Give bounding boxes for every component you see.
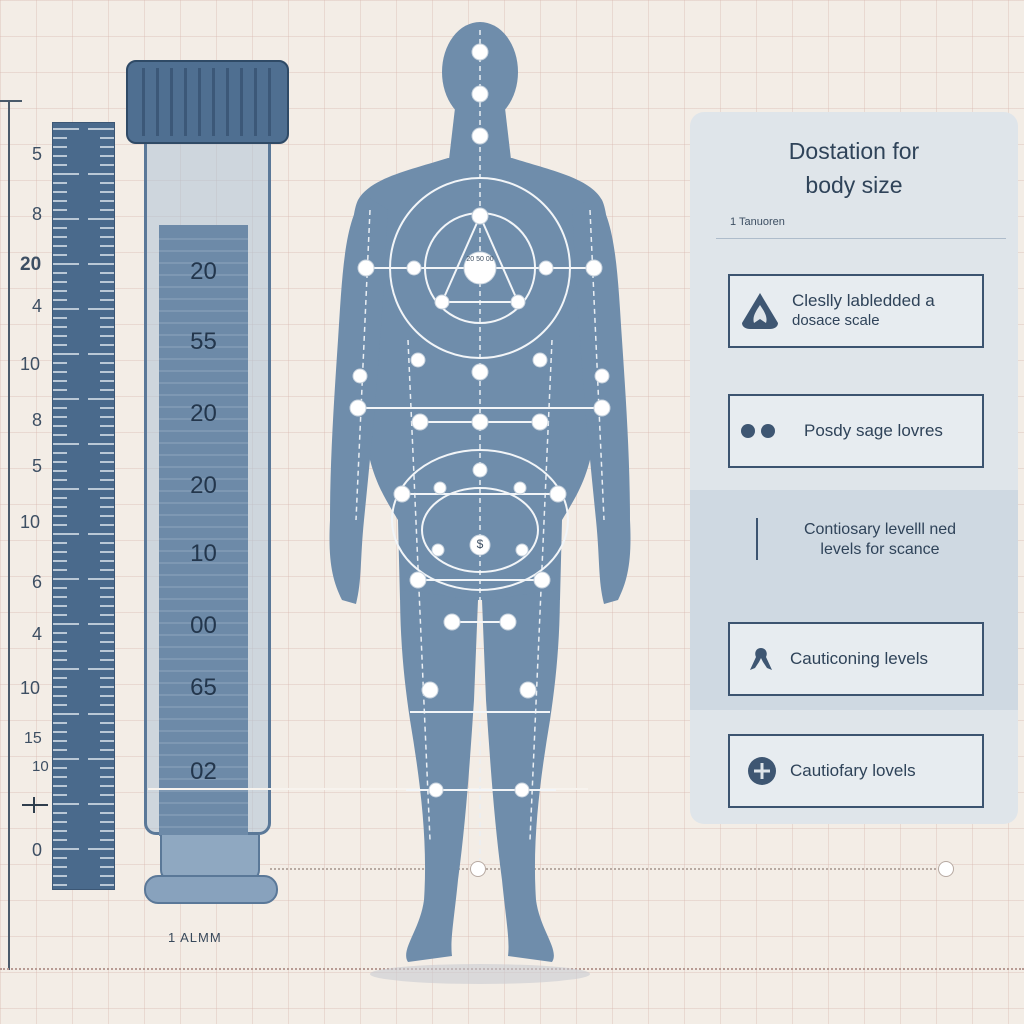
panel-title-line2: body size [805,172,903,198]
axis-top-tick [0,100,22,102]
card-label: Posdy sage lovres [804,421,943,440]
axis-label: 8 [32,410,43,430]
body-points [349,43,611,798]
axis-label: 10 [20,512,41,532]
chest-marker [463,251,497,285]
axis-label: 10 [32,758,49,775]
axis-marker-tick [22,804,48,806]
axis-label: 15 [24,730,42,747]
panel-band-text-line1: Contiosary levelll ned [803,521,957,538]
panel-title-line1: Dostation for [788,138,920,164]
axis-label: 0 [32,840,43,860]
warning-shield-icon [742,293,778,329]
axis-label: 10 [20,354,41,374]
floor-shadow [370,964,590,984]
axis-label: 5 [32,144,43,164]
panel-divider [716,238,1006,239]
card-label: Cautiofary lovels [790,761,916,780]
card-labeled-scale[interactable]: Cleslly labledded a dosace scale [728,274,984,348]
ruler-ticks [53,128,114,886]
axis-label: 5 [32,456,43,476]
card-label: Cauticoning levels [790,649,928,668]
pelvis-marker-text: $ [476,537,484,551]
tube-number: 20 [190,400,217,427]
tube-number: 10 [190,540,217,567]
info-panel: Dostation for body size 1 Tanuoren Clesl… [690,112,1018,824]
axis-label: 20 [20,254,42,275]
ribbon-icon [750,648,772,670]
axis-label: 4 [32,624,43,644]
plus-circle-icon [748,757,776,785]
left-axis-line [8,100,10,970]
pointer-dotted-line [270,868,944,870]
tube-number: 20 [190,258,217,285]
tube-number: 02 [190,758,217,785]
card-cautioning-levels[interactable]: Cauticoning levels [728,622,984,696]
text-caret [756,518,758,560]
tube-number: 20 [190,472,217,499]
body-guide-shapes [358,177,602,791]
pointer-mid-dot [470,861,486,877]
card-body-size-levels[interactable]: Posdy sage lovres [728,394,984,468]
panel-band-text: Contiosary levelll ned levels for scance [780,520,980,560]
axis-label: 8 [32,204,43,224]
axis-label: 6 [32,572,43,592]
tube-footer-label: 1 ALMM [168,930,222,945]
card-label: Cleslly labledded a [792,291,935,310]
measuring-ruler [52,122,115,890]
chest-marker-text: 20 50 00 [466,256,494,263]
tube-graduation-lines [159,238,248,828]
test-tube-cap [126,60,289,144]
tube-number: 00 [190,612,217,639]
test-tube-liquid [159,225,248,836]
tube-number: 55 [190,328,217,355]
panel-subtitle: 1 Tanuoren [730,216,785,228]
card-cautionary-levels[interactable]: Cautiofary lovels [728,734,984,808]
pelvis-marker [469,534,491,556]
axis-marker-cross [33,797,35,813]
test-tube-base [144,875,278,904]
panel-title: Dostation for body size [690,134,1018,202]
panel-band-text-line2: levels for scance [820,541,940,558]
axis-label: 10 [20,678,41,698]
axis-label: 4 [32,296,43,316]
tube-level-line [148,788,588,790]
dots-icon [741,424,775,438]
tube-number: 65 [190,674,217,701]
pointer-end-dot [938,861,954,877]
card-label-line2: dosace scale [792,312,880,329]
